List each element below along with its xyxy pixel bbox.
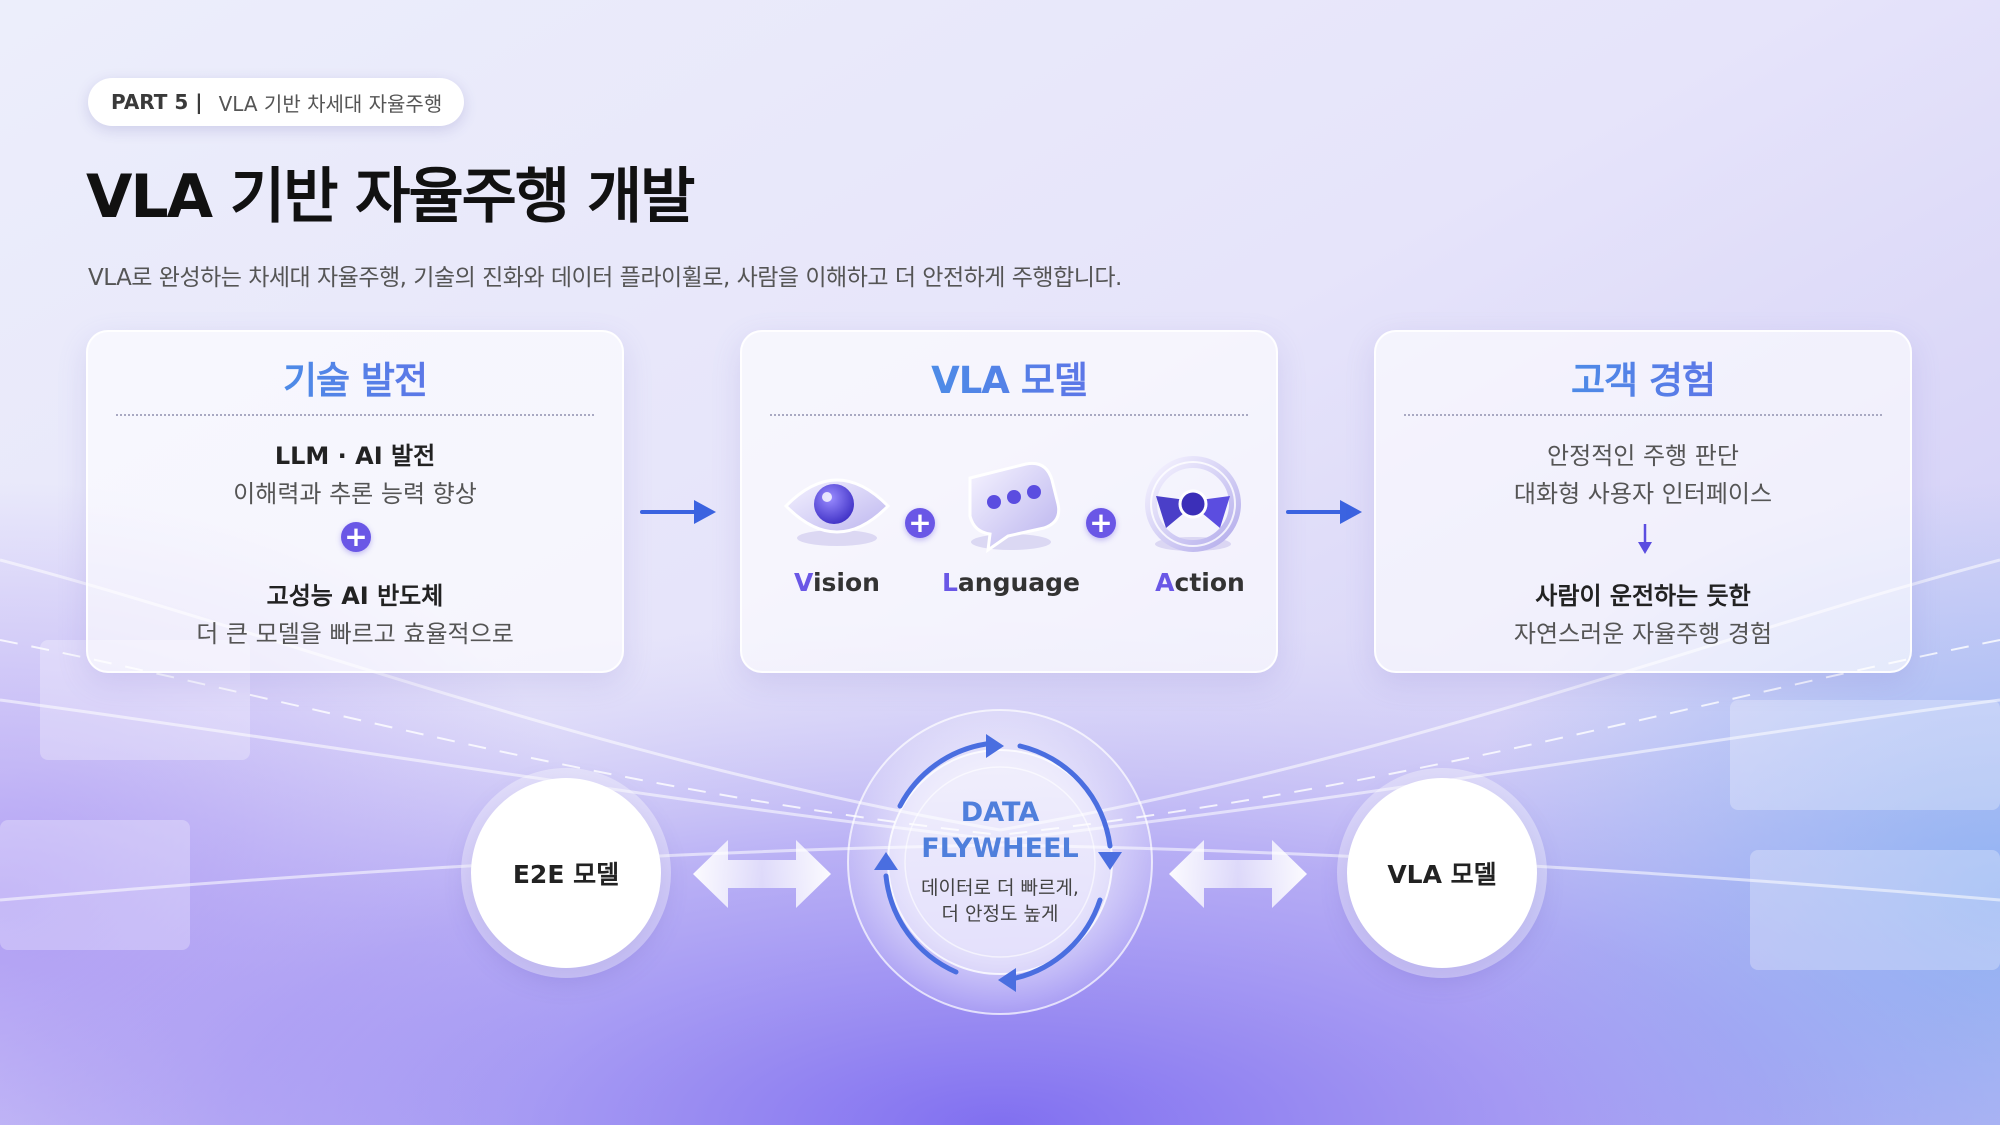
tech-card: 기술 발전 LLM · AI 발전 이해력과 추론 능력 향상 + 고성능 AI… bbox=[86, 330, 624, 673]
flywheel-arrowhead-left bbox=[874, 852, 898, 870]
cx-line3: 사람이 운전하는 듯한 bbox=[1535, 582, 1751, 610]
flywheel-cycle-arrows bbox=[874, 734, 1122, 992]
cx-line1: 안정적인 주행 판단 bbox=[1547, 442, 1739, 470]
plus-circle-icon: + bbox=[1086, 508, 1116, 538]
e2e-model-circle: E2E 모델 bbox=[471, 778, 661, 968]
cx-card-title: 고객 경험 bbox=[1376, 350, 1910, 404]
tech-item1-desc: 이해력과 추론 능력 향상 bbox=[233, 480, 477, 508]
vision-label: Vision bbox=[794, 568, 880, 597]
tech-item2-title: 고성능 AI 반도체 bbox=[266, 582, 444, 610]
vla-card: VLA 모델 + bbox=[740, 330, 1278, 673]
flywheel-title: DATA FLYWHEEL bbox=[921, 797, 1079, 864]
vla-card-divider bbox=[770, 414, 1248, 416]
flywheel-arrowhead-top bbox=[986, 734, 1004, 758]
flywheel-arrowhead-bottom bbox=[998, 968, 1016, 992]
action-label: Action bbox=[1155, 568, 1245, 597]
part-pill: PART 5 | VLA 기반 차세대 자율주행 bbox=[88, 78, 464, 126]
page-subtitle: VLA로 완성하는 차세대 자율주행, 기술의 진화와 데이터 플라이휠로, 사… bbox=[88, 265, 1122, 291]
tech-item1-title: LLM · AI 발전 bbox=[274, 442, 436, 470]
plus-circle-icon: + bbox=[341, 522, 371, 552]
flywheel-arrowhead-right bbox=[1098, 852, 1122, 870]
vla-card-title: VLA 모델 bbox=[742, 350, 1276, 404]
cx-line2: 대화형 사용자 인터페이스 bbox=[1513, 480, 1773, 508]
part-label: PART 5 | bbox=[111, 90, 203, 114]
language-label: Language bbox=[941, 568, 1081, 597]
cx-line4: 자연스러운 자율주행 경험 bbox=[1513, 620, 1773, 648]
plus-circle-icon: + bbox=[905, 508, 935, 538]
arrow-down-icon bbox=[1638, 524, 1652, 554]
vla-model-label: VLA 모델 bbox=[1387, 860, 1497, 889]
cx-card: 고객 경험 안정적인 주행 판단 대화형 사용자 인터페이스 사람이 운전하는 … bbox=[1374, 330, 1912, 673]
cx-card-divider bbox=[1404, 414, 1882, 416]
tech-item2-desc: 더 큰 모델을 빠르고 효율적으로 bbox=[196, 620, 514, 648]
eye-icon bbox=[783, 478, 891, 546]
e2e-model-label: E2E 모델 bbox=[512, 860, 620, 889]
chat-bubble-icon bbox=[968, 461, 1061, 554]
arrow-right-icon bbox=[1286, 500, 1362, 524]
arrow-right-icon bbox=[640, 500, 716, 524]
tech-card-title: 기술 발전 bbox=[88, 350, 622, 404]
tech-card-divider bbox=[116, 414, 594, 416]
vla-model-circle: VLA 모델 bbox=[1347, 778, 1537, 968]
part-title: VLA 기반 차세대 자율주행 bbox=[218, 91, 443, 116]
page-title: VLA 기반 자율주행 개발 bbox=[86, 162, 695, 232]
steering-wheel-icon bbox=[1145, 456, 1241, 552]
flywheel-subtitle: 데이터로 더 빠르게, 더 안정도 높게 bbox=[921, 877, 1079, 925]
